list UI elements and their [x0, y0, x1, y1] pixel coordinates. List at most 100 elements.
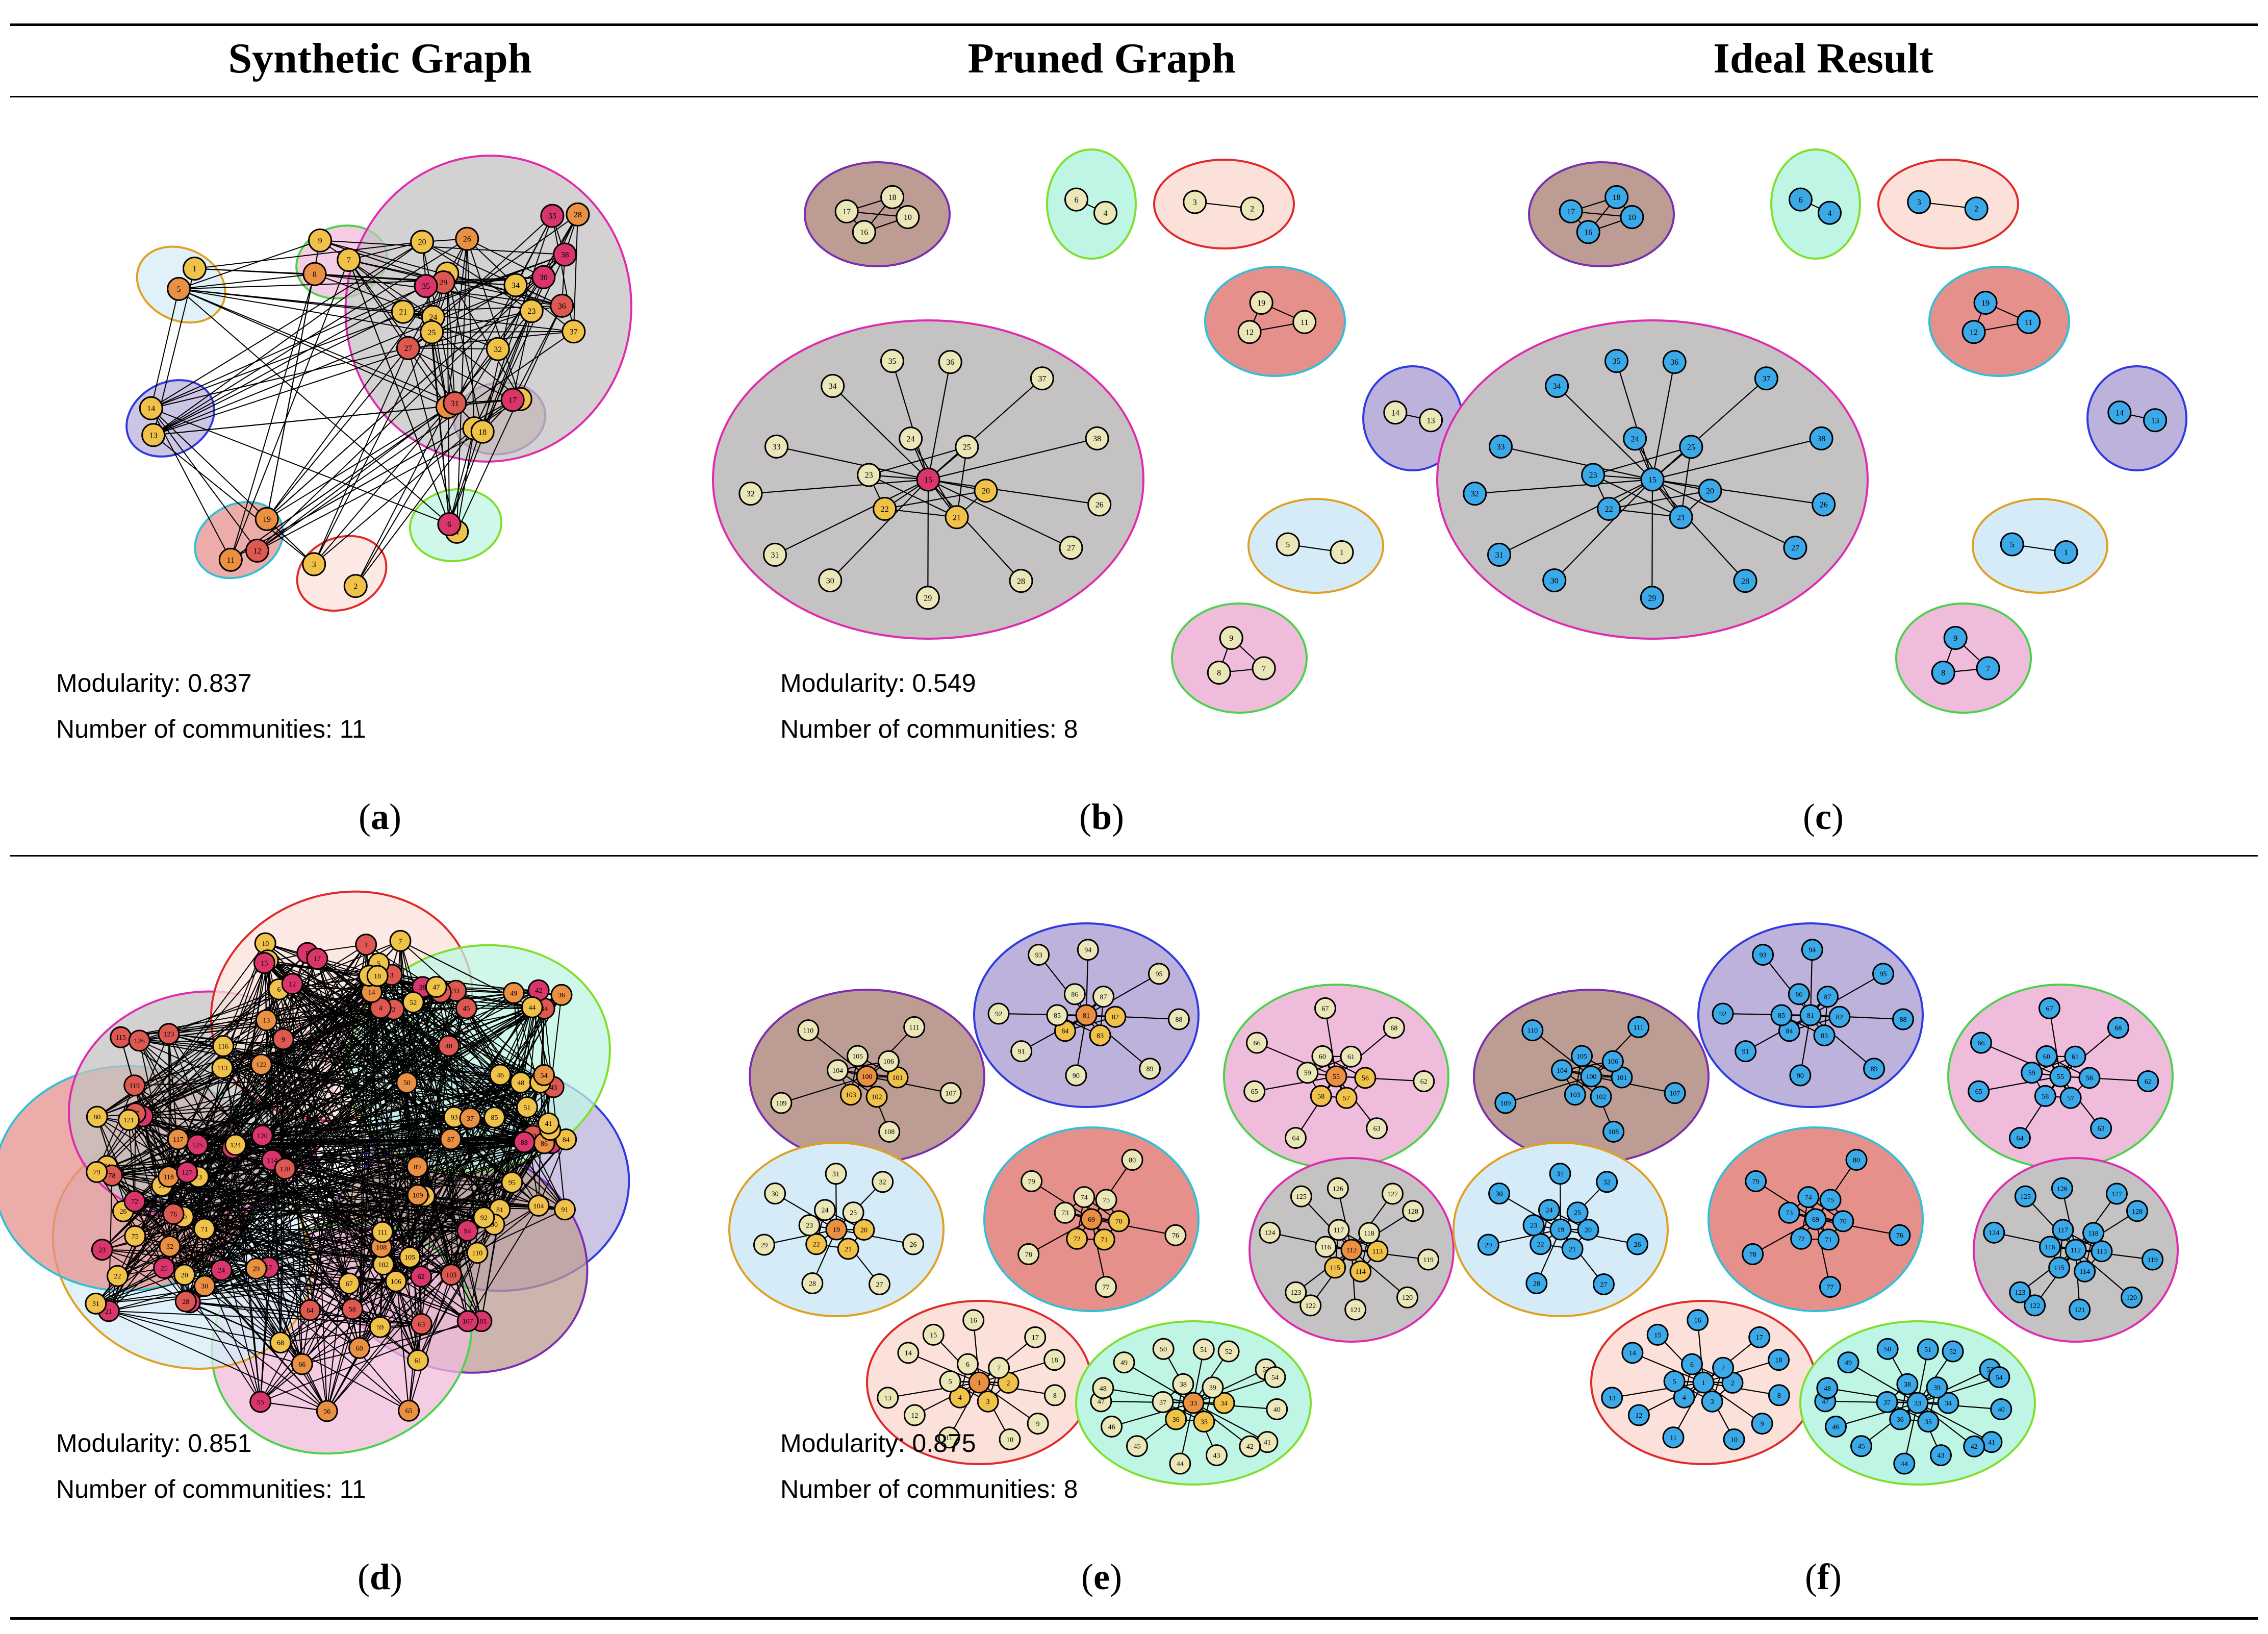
node: 106	[1601, 1050, 1624, 1072]
node-circle	[456, 1219, 479, 1242]
node-label: 2	[1006, 1379, 1010, 1387]
edge	[1815, 1159, 1857, 1220]
edge	[867, 1075, 951, 1094]
node-circle	[1564, 1084, 1586, 1106]
node-label: 28	[182, 1298, 189, 1306]
node: 64	[1284, 1127, 1307, 1149]
cluster-mint: 46	[1770, 148, 1861, 260]
node-label: 80	[1129, 1157, 1136, 1164]
node: 115	[1324, 1256, 1346, 1279]
node-label: 24	[429, 313, 437, 322]
node: 111	[903, 1016, 926, 1038]
node: 30	[818, 568, 843, 593]
node-label: 112	[2071, 1247, 2081, 1254]
edge	[408, 1276, 422, 1411]
edge	[380, 1008, 451, 1140]
node-label: 5	[1286, 541, 1290, 549]
edge	[230, 260, 349, 560]
node: 24	[1623, 426, 1647, 451]
node-circle	[974, 479, 998, 503]
node: 123	[158, 1023, 180, 1045]
node-label: 79	[93, 1169, 100, 1176]
node: 87	[1817, 986, 1839, 1008]
node-label: 31	[1557, 1171, 1564, 1178]
node: 127	[1381, 1183, 1404, 1205]
node: 117	[2052, 1219, 2074, 1241]
node-circle	[1892, 1008, 1914, 1030]
node-circle	[962, 1309, 985, 1331]
node-circle	[1292, 310, 1317, 334]
node-circle	[274, 1158, 296, 1180]
node-circle	[1662, 350, 1687, 374]
edge	[235, 1144, 468, 1322]
node-label: 30	[201, 1283, 208, 1291]
node-label: 54	[1271, 1374, 1279, 1381]
edge	[1703, 1337, 1760, 1383]
node-label: 5	[1673, 1378, 1676, 1386]
node: 3	[1907, 190, 1931, 214]
node: 13	[255, 1009, 277, 1032]
edge	[1994, 1232, 2076, 1251]
edge	[142, 1019, 267, 1117]
node-label: 122	[256, 1062, 267, 1069]
edge	[151, 347, 409, 409]
node-circle	[1314, 997, 1336, 1019]
node: 21	[945, 505, 969, 530]
node: 8	[302, 262, 327, 286]
node-circle	[210, 1259, 233, 1281]
node-circle	[1983, 1221, 2005, 1244]
node-label: 52	[410, 999, 417, 1007]
node-circle	[2038, 997, 2060, 1019]
edge	[869, 446, 967, 476]
graph-c: 1016171846231112191314157891520212223242…	[1436, 148, 2187, 714]
node-circle	[1046, 1004, 1068, 1026]
node-label: 10	[904, 213, 912, 222]
node-label: 18	[478, 428, 487, 437]
node: 12	[1237, 320, 1262, 344]
node: 107	[1664, 1082, 1686, 1104]
edge	[1111, 1402, 1194, 1427]
node: 11	[1292, 310, 1317, 334]
node-label: 20	[860, 1226, 868, 1234]
node-label: 31	[92, 1300, 99, 1308]
node: 19	[1249, 290, 1273, 315]
node: 46	[489, 1064, 512, 1086]
node-label: 46	[1832, 1423, 1840, 1431]
edge	[1593, 446, 1692, 476]
node: 102	[1590, 1086, 1612, 1108]
edge	[776, 446, 929, 481]
node-label: 30	[1496, 1190, 1503, 1198]
node-label: 13	[2151, 416, 2159, 425]
node: 38	[553, 242, 577, 267]
edge	[348, 260, 450, 524]
node-label: 33	[1190, 1400, 1197, 1407]
node-circle	[1073, 1186, 1095, 1209]
node-circle	[1889, 1408, 1912, 1430]
node-circle	[1621, 1342, 1644, 1364]
node-label: 42	[1246, 1443, 1254, 1451]
node-circle	[1804, 1208, 1827, 1230]
node-label: 45	[1133, 1443, 1140, 1451]
node-label: 15	[1648, 476, 1657, 485]
node-circle	[1192, 1338, 1215, 1361]
node: 105	[847, 1045, 869, 1067]
edge	[179, 276, 544, 290]
node-circle	[519, 299, 544, 323]
node-label: 125	[192, 1142, 203, 1149]
node-circle	[842, 1201, 864, 1224]
node: 76	[1164, 1224, 1187, 1246]
edge	[101, 975, 378, 1250]
node-circle	[1243, 1080, 1266, 1102]
node: 34	[503, 273, 528, 297]
node: 41	[1980, 1431, 2003, 1453]
node: 65	[398, 1399, 420, 1422]
node: 33	[764, 434, 788, 459]
node-label: 106	[391, 1278, 401, 1286]
edge	[1652, 479, 1824, 505]
node: 23	[1581, 463, 1606, 487]
node: 10	[999, 1428, 1021, 1450]
node-label: 3	[390, 972, 394, 979]
